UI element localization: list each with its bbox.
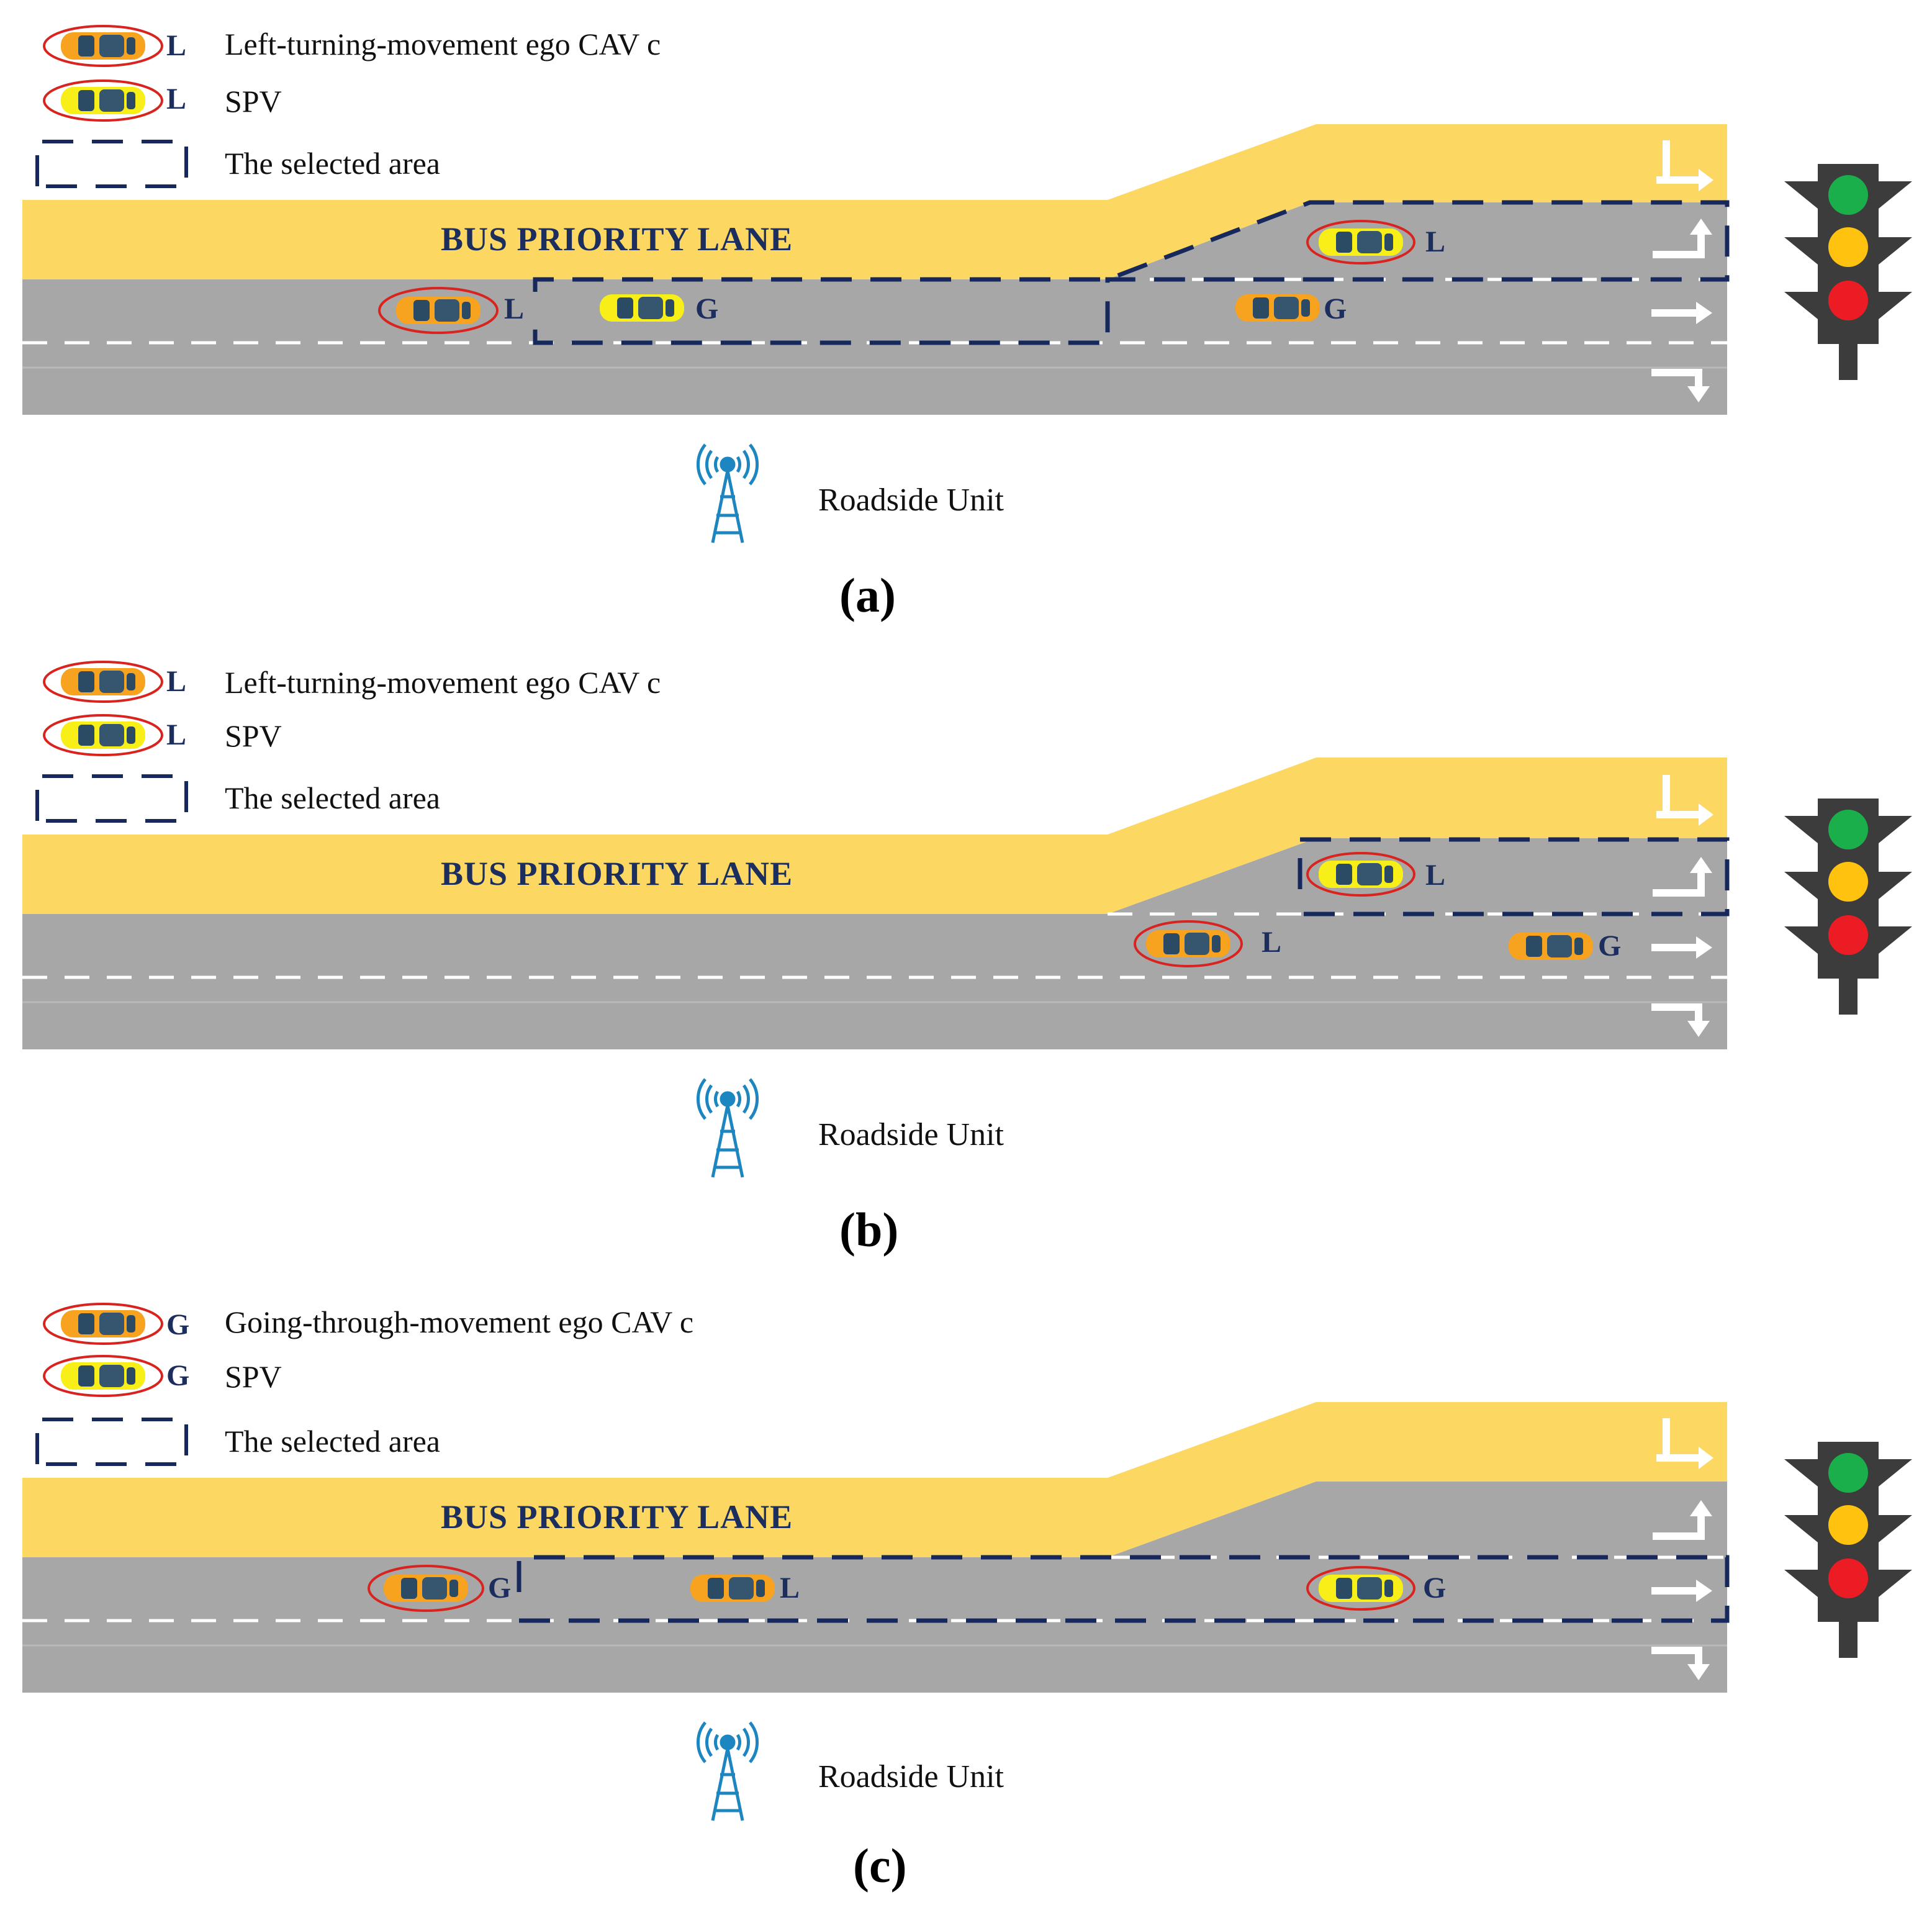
legend-ego-tag: L	[166, 29, 187, 62]
legend-area-text: The selected area	[225, 146, 440, 181]
green-light-icon	[1828, 810, 1868, 849]
panel-c: G Going-through-movement ego CAV c G SPV…	[0, 1267, 1932, 1901]
spv-car-icon	[1306, 852, 1415, 897]
u-turn-arrow-icon	[1651, 369, 1710, 402]
amber-light-icon	[1828, 862, 1868, 902]
panel-label: (b)	[839, 1203, 899, 1257]
orange-car-icon	[690, 1575, 775, 1602]
traffic-signal-icon	[1784, 1442, 1912, 1658]
legend-ego-text: Left-turning-movement ego CAV c	[225, 665, 661, 700]
road-surface	[22, 1482, 1727, 1693]
spv-car-icon	[1306, 220, 1415, 265]
panel-c-drawing	[22, 1303, 1912, 1821]
legend-selected-area-icon	[35, 1418, 188, 1466]
bus-lane-label: BUS PRIORITY LANE	[441, 220, 793, 258]
traffic-signal-icon	[1784, 799, 1912, 1015]
vehicle-tag: G	[1598, 930, 1622, 962]
panel-a: L Left-turning-movement ego CAV c L SPV …	[0, 0, 1932, 635]
left-turn-arrow-icon	[1653, 1500, 1712, 1540]
road-surface	[22, 838, 1727, 1049]
ego-car-icon	[368, 1565, 484, 1612]
orange-car-icon	[1235, 294, 1320, 322]
selected-area	[533, 200, 1730, 345]
selected-area	[1298, 837, 1730, 916]
amber-light-icon	[1828, 227, 1868, 267]
legend-ego-car-icon	[43, 25, 163, 67]
road-surface	[22, 202, 1727, 415]
u-turn-arrow-icon	[1651, 1003, 1710, 1037]
panel-label: (a)	[839, 568, 896, 622]
yellow-car-icon	[600, 294, 684, 322]
legend-ego-text: Left-turning-movement ego CAV c	[225, 27, 661, 61]
right-turn-arrow-icon	[1656, 1418, 1713, 1469]
bus-priority-lane	[22, 758, 1727, 914]
vehicle-tag: L	[504, 292, 525, 325]
right-turn-arrow-icon	[1656, 775, 1713, 826]
rsu-label: Roadside Unit	[818, 1759, 1004, 1794]
straight-arrow-icon	[1651, 302, 1712, 324]
vehicle-tag: L	[780, 1572, 800, 1604]
straight-arrow-icon	[1651, 936, 1712, 959]
bus-priority-lane	[22, 1402, 1727, 1557]
legend-area-text: The selected area	[225, 1424, 440, 1459]
selected-area	[517, 1555, 1730, 1623]
orange-car-icon	[1509, 933, 1593, 960]
red-light-icon	[1828, 281, 1868, 320]
vehicle-tag: G	[695, 292, 719, 325]
bus-lane-label: BUS PRIORITY LANE	[441, 1498, 793, 1536]
ego-car-icon	[378, 287, 499, 334]
ego-car-icon	[1134, 920, 1243, 967]
red-light-icon	[1828, 1559, 1868, 1598]
straight-arrow-icon	[1651, 1580, 1712, 1602]
bus-priority-lane	[22, 124, 1727, 279]
vehicle-tag: G	[1423, 1572, 1447, 1604]
u-turn-arrow-icon	[1651, 1647, 1710, 1680]
vehicle-tag: G	[1324, 292, 1347, 325]
green-light-icon	[1828, 175, 1868, 215]
legend-ego-tag: L	[166, 665, 187, 698]
legend-spv-text: SPV	[225, 1359, 282, 1394]
legend-ego-text: Going-through-movement ego CAV c	[225, 1305, 694, 1339]
legend-spv-car-icon	[43, 79, 163, 122]
legend-selected-area-icon	[35, 140, 188, 188]
legend-ego-car-icon	[43, 661, 163, 703]
legend-ego-car-icon	[43, 1303, 163, 1345]
legend-spv-text: SPV	[225, 84, 282, 119]
legend-spv-tag: G	[166, 1359, 190, 1392]
rsu-label: Roadside Unit	[818, 482, 1004, 518]
rsu-label: Roadside Unit	[818, 1117, 1004, 1152]
vehicle-tag: L	[1262, 926, 1282, 959]
roadside-unit-icon	[696, 1078, 759, 1178]
left-turn-arrow-icon	[1653, 219, 1712, 258]
roadside-unit-icon	[696, 443, 759, 543]
panel-label: (c)	[853, 1839, 907, 1893]
panel-b: L Left-turning-movement ego CAV c L SPV …	[0, 635, 1932, 1269]
legend-selected-area-icon	[35, 774, 188, 823]
legend-area-text: The selected area	[225, 781, 440, 815]
bus-lane-label: BUS PRIORITY LANE	[441, 855, 793, 892]
traffic-signal-icon	[1784, 164, 1912, 380]
legend-spv-tag: L	[166, 718, 187, 751]
legend-spv-car-icon	[43, 1355, 163, 1397]
green-light-icon	[1828, 1453, 1868, 1493]
right-turn-arrow-icon	[1656, 140, 1713, 191]
legend-spv-tag: L	[166, 83, 187, 115]
vehicle-tag: L	[1425, 859, 1446, 892]
panel-b-drawing	[22, 661, 1912, 1178]
vehicle-tag: G	[488, 1572, 512, 1604]
spv-car-icon	[1306, 1566, 1415, 1611]
amber-light-icon	[1828, 1505, 1868, 1545]
legend-ego-tag: G	[166, 1308, 190, 1341]
panel-a-drawing	[22, 25, 1912, 543]
left-turn-arrow-icon	[1653, 857, 1712, 897]
legend-spv-car-icon	[43, 714, 163, 756]
vehicle-tag: L	[1425, 225, 1446, 258]
red-light-icon	[1828, 915, 1868, 955]
legend-spv-text: SPV	[225, 718, 282, 753]
roadside-unit-icon	[696, 1721, 759, 1821]
